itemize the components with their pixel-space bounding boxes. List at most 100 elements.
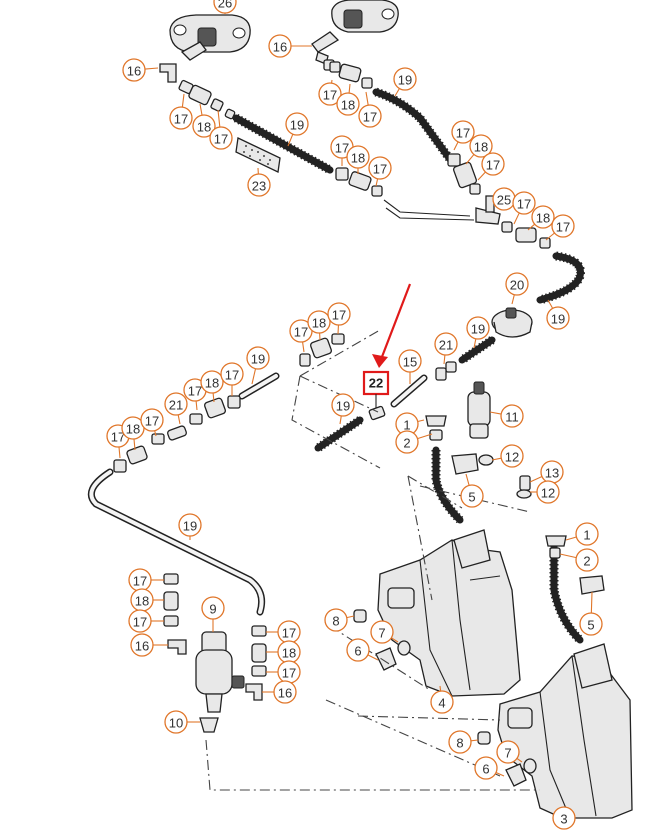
callout-17[interactable]: 17 <box>327 302 351 335</box>
callout-21[interactable]: 21 <box>164 392 188 425</box>
callout-17[interactable]: 17 <box>128 609 164 633</box>
callout-label: 5 <box>468 490 475 505</box>
callout-19[interactable]: 19 <box>393 67 417 97</box>
callout-leader <box>417 433 433 440</box>
callout-18[interactable]: 18 <box>121 416 145 451</box>
callout-19[interactable]: 19 <box>331 393 355 425</box>
callout-leader <box>348 83 351 94</box>
callout-2[interactable]: 2 <box>559 548 599 572</box>
callout-6[interactable]: 6 <box>474 756 505 780</box>
callout-leader <box>391 637 399 643</box>
callout-17[interactable]: 17 <box>358 91 382 128</box>
callout-leader <box>489 411 502 415</box>
callout-leader <box>465 154 475 165</box>
callout-5[interactable]: 5 <box>460 473 484 508</box>
callout-18[interactable]: 18 <box>130 588 164 612</box>
callout-8[interactable]: 8 <box>324 608 355 632</box>
callout-16[interactable]: 16 <box>122 58 159 82</box>
callout-label: 12 <box>505 450 519 465</box>
callout-16[interactable]: 16 <box>262 680 297 704</box>
callout-17[interactable]: 17 <box>209 109 233 150</box>
callout-18[interactable]: 18 <box>346 145 370 174</box>
callout-leader <box>565 536 577 541</box>
callout-circle <box>575 522 599 546</box>
callout-17[interactable]: 17 <box>289 319 313 353</box>
callout-19[interactable]: 19 <box>466 316 490 349</box>
callout-17[interactable]: 17 <box>330 135 354 166</box>
callout-17[interactable]: 17 <box>512 191 536 225</box>
callout-6[interactable]: 6 <box>346 638 379 662</box>
callout-17[interactable]: 17 <box>451 120 475 151</box>
callout-17[interactable]: 17 <box>368 156 392 187</box>
callout-1[interactable]: 1 <box>565 522 599 546</box>
callout-26[interactable]: 26 <box>213 0 237 14</box>
callout-label: 18 <box>351 151 365 166</box>
callout-label: 16 <box>273 40 287 55</box>
callout-13[interactable]: 13 <box>529 460 564 484</box>
highlighted-part-callout[interactable]: 22 <box>362 283 412 408</box>
callout-label: 17 <box>363 110 377 125</box>
callout-circle <box>531 205 555 229</box>
callout-16[interactable]: 16 <box>130 633 168 657</box>
callout-23[interactable]: 23 <box>247 167 271 197</box>
callout-17[interactable]: 17 <box>128 568 164 592</box>
callout-12[interactable]: 12 <box>530 480 560 504</box>
callout-label: 18 <box>474 140 488 155</box>
callout-18[interactable]: 18 <box>465 134 493 165</box>
callout-18[interactable]: 18 <box>266 640 301 664</box>
callout-8[interactable]: 8 <box>448 730 479 754</box>
callout-circle <box>336 92 360 116</box>
callout-18[interactable]: 18 <box>200 370 224 403</box>
callout-17[interactable]: 17 <box>183 378 207 411</box>
callout-17[interactable]: 17 <box>140 408 164 437</box>
callout-circle <box>128 609 152 633</box>
callout-17[interactable]: 17 <box>266 660 301 684</box>
callout-7[interactable]: 7 <box>496 740 523 764</box>
callout-18[interactable]: 18 <box>307 310 331 341</box>
callout-label: 19 <box>336 399 350 414</box>
callout-21[interactable]: 21 <box>434 332 458 365</box>
callout-12[interactable]: 12 <box>491 444 524 468</box>
callout-3[interactable]: 3 <box>552 806 576 830</box>
callout-20[interactable]: 20 <box>505 272 529 305</box>
callout-2[interactable]: 2 <box>395 430 433 454</box>
callout-17[interactable]: 17 <box>477 152 505 181</box>
callout-label: 19 <box>551 312 565 327</box>
callout-label: 11 <box>505 410 519 425</box>
callout-19[interactable]: 19 <box>178 513 202 540</box>
callout-17[interactable]: 17 <box>545 214 575 241</box>
callout-11[interactable]: 11 <box>489 404 524 428</box>
callout-16[interactable]: 16 <box>268 34 312 58</box>
callout-leader <box>590 591 593 614</box>
callout-19[interactable]: 19 <box>546 299 570 330</box>
callout-label: 17 <box>133 574 147 589</box>
callout-leader <box>545 232 555 241</box>
callout-18[interactable]: 18 <box>192 103 216 138</box>
callout-4[interactable]: 4 <box>430 685 454 714</box>
callout-circle <box>164 710 188 734</box>
callout-7[interactable]: 7 <box>370 620 399 644</box>
callout-9[interactable]: 9 <box>201 596 225 632</box>
callout-18[interactable]: 18 <box>336 83 360 116</box>
callout-17[interactable]: 17 <box>318 79 342 106</box>
callout-circle <box>200 370 224 394</box>
callout-17[interactable]: 17 <box>220 362 244 396</box>
callout-17[interactable]: 17 <box>169 93 193 130</box>
callout-19[interactable]: 19 <box>285 112 309 147</box>
callout-label: 18 <box>341 98 355 113</box>
callout-18[interactable]: 18 <box>527 205 555 231</box>
callout-5[interactable]: 5 <box>579 591 603 636</box>
callout-label: 17 <box>282 626 296 641</box>
callout-circle <box>546 306 570 330</box>
callout-19[interactable]: 19 <box>246 346 270 385</box>
callout-10[interactable]: 10 <box>164 710 200 734</box>
callout-circle <box>500 444 524 468</box>
callout-15[interactable]: 15 <box>398 349 422 384</box>
callout-label: 12 <box>541 486 555 501</box>
washer-pump-lower <box>195 631 245 733</box>
callout-17[interactable]: 17 <box>266 620 301 644</box>
callout-label: 3 <box>560 812 567 827</box>
callout-25[interactable]: 25 <box>492 187 516 211</box>
callout-circle <box>201 596 225 620</box>
